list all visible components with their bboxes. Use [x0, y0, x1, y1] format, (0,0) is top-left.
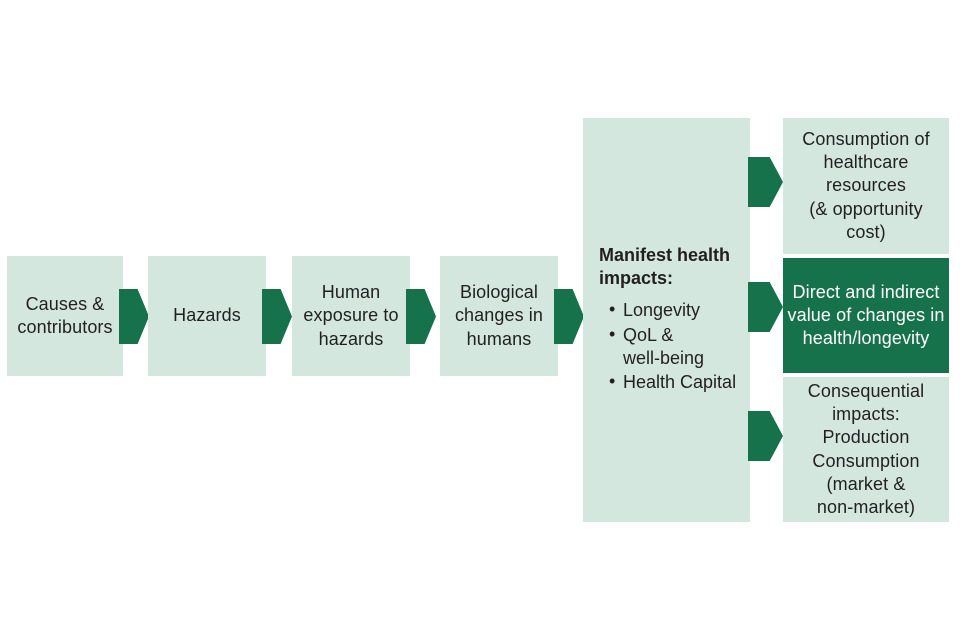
node-manifest-health-impacts[interactable]: Manifest health impacts: Longevity QoL &…	[583, 118, 750, 522]
consequential-line-1: Consequential	[807, 381, 925, 402]
arrow-manifest-to-healthcare	[748, 157, 783, 207]
manifest-bullet-health-capital-text: Health Capital	[623, 372, 737, 393]
manifest-title: Manifest health impacts:	[583, 244, 750, 289]
node-hazards[interactable]: Hazards	[148, 256, 266, 376]
node-consequential-impacts[interactable]: Consequential impacts: Production Consum…	[783, 377, 949, 522]
manifest-bullet-qol-text: QoL &	[623, 324, 674, 345]
arrow-exposure-to-biological	[406, 289, 436, 344]
node-direct-indirect-value[interactable]: Direct and indirect value of changes in …	[783, 258, 949, 373]
manifest-bullet-qol: QoL & well-being	[609, 323, 750, 371]
healthcare-line-2: healthcare	[823, 152, 909, 173]
manifest-bullet-list: Longevity QoL & well-being Health Capita…	[583, 298, 750, 396]
node-biological-changes[interactable]: Biological changes in humans	[440, 256, 558, 376]
consequential-line-4: Consumption	[812, 450, 920, 471]
node-causes-line-1: Causes &	[25, 293, 105, 314]
node-hazards-line-1: Hazards	[173, 305, 241, 326]
healthcare-line-5: cost)	[846, 221, 886, 242]
arrow-hazards-to-exposure	[262, 289, 292, 344]
arrow-biological-to-manifest	[554, 289, 584, 344]
manifest-bullet-qol-subtext: well-being	[623, 348, 705, 368]
value-line-3: health/longevity	[802, 328, 930, 349]
node-healthcare-consumption[interactable]: Consumption of healthcare resources (& o…	[783, 118, 949, 254]
arrow-manifest-to-consequential	[748, 411, 783, 461]
consequential-line-6: non-market)	[816, 496, 916, 517]
node-biological-line-2: changes in	[454, 305, 544, 326]
consequential-line-3: Production	[822, 427, 910, 448]
value-line-1: Direct and indirect	[792, 281, 940, 302]
node-biological-line-3: humans	[466, 328, 532, 349]
node-exposure-line-2: exposure to	[303, 305, 399, 326]
node-biological-line-1: Biological	[459, 282, 539, 303]
manifest-title-line-2: impacts:	[599, 267, 674, 288]
consequential-line-5: (market &	[826, 473, 906, 494]
node-causes-contributors[interactable]: Causes & contributors	[7, 256, 123, 376]
node-causes-line-2: contributors	[17, 317, 113, 337]
consequential-line-2: impacts:	[832, 404, 900, 425]
arrow-causes-to-hazards	[119, 289, 149, 344]
node-human-exposure[interactable]: Human exposure to hazards	[292, 256, 410, 376]
healthcare-line-1: Consumption of	[802, 129, 930, 150]
manifest-bullet-longevity-text: Longevity	[623, 300, 701, 321]
healthcare-line-3: resources	[826, 175, 906, 196]
node-exposure-line-1: Human	[321, 282, 381, 303]
manifest-bullet-health-capital: Health Capital	[609, 370, 750, 394]
healthcare-line-4: (& opportunity	[809, 198, 923, 219]
manifest-bullet-longevity: Longevity	[609, 298, 750, 322]
value-line-2: value of changes in	[787, 304, 945, 325]
manifest-title-line-1: Manifest health	[599, 245, 731, 266]
node-exposure-line-3: hazards	[318, 328, 384, 349]
arrow-manifest-to-value	[748, 282, 783, 332]
